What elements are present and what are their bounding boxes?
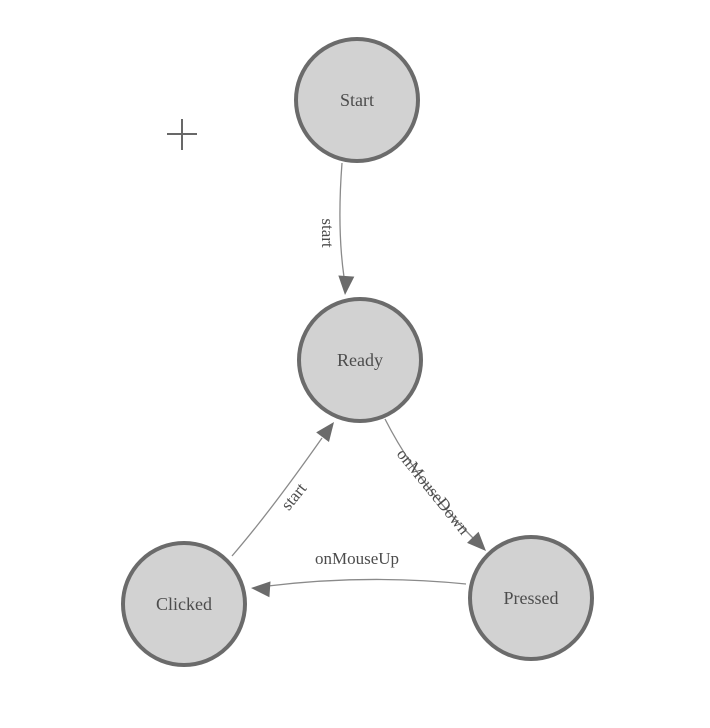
state-circle[interactable] xyxy=(121,541,247,667)
edge-label-onmouseup: onMouseUp xyxy=(315,549,399,568)
edge-label-onmousedown: onMouseDown xyxy=(393,445,474,539)
arrowhead-icon xyxy=(467,531,486,551)
arrowhead-icon xyxy=(251,581,271,598)
plus-icon[interactable] xyxy=(167,119,197,150)
edge-start-to-ready[interactable]: start xyxy=(318,162,355,296)
state-label-start: Start xyxy=(340,90,374,110)
edge-line[interactable] xyxy=(267,578,467,587)
arrowhead-icon xyxy=(316,422,334,442)
edge-ready-to-pressed[interactable]: onMouseDown xyxy=(384,418,492,557)
edge-clicked-to-ready[interactable]: start xyxy=(231,417,340,557)
edge-line[interactable] xyxy=(231,437,323,557)
edge-pressed-to-clicked[interactable]: onMouseUp xyxy=(250,549,467,598)
edge-line[interactable] xyxy=(339,162,345,278)
state-label-clicked: Clicked xyxy=(156,594,212,614)
state-circle[interactable] xyxy=(294,37,420,163)
state-node-ready[interactable]: Ready xyxy=(297,297,423,423)
state-circle[interactable] xyxy=(468,535,594,661)
state-node-start[interactable]: Start xyxy=(294,37,420,163)
state-node-clicked[interactable]: Clicked xyxy=(121,541,247,667)
edge-label-start-2: start xyxy=(277,479,310,514)
state-label-ready: Ready xyxy=(337,350,383,370)
state-node-pressed[interactable]: Pressed xyxy=(468,535,594,661)
state-label-pressed: Pressed xyxy=(504,588,559,608)
edge-label-start-1: start xyxy=(318,218,337,248)
edge-line[interactable] xyxy=(384,418,474,539)
state-circle[interactable] xyxy=(297,297,423,423)
arrowhead-icon xyxy=(338,275,355,295)
